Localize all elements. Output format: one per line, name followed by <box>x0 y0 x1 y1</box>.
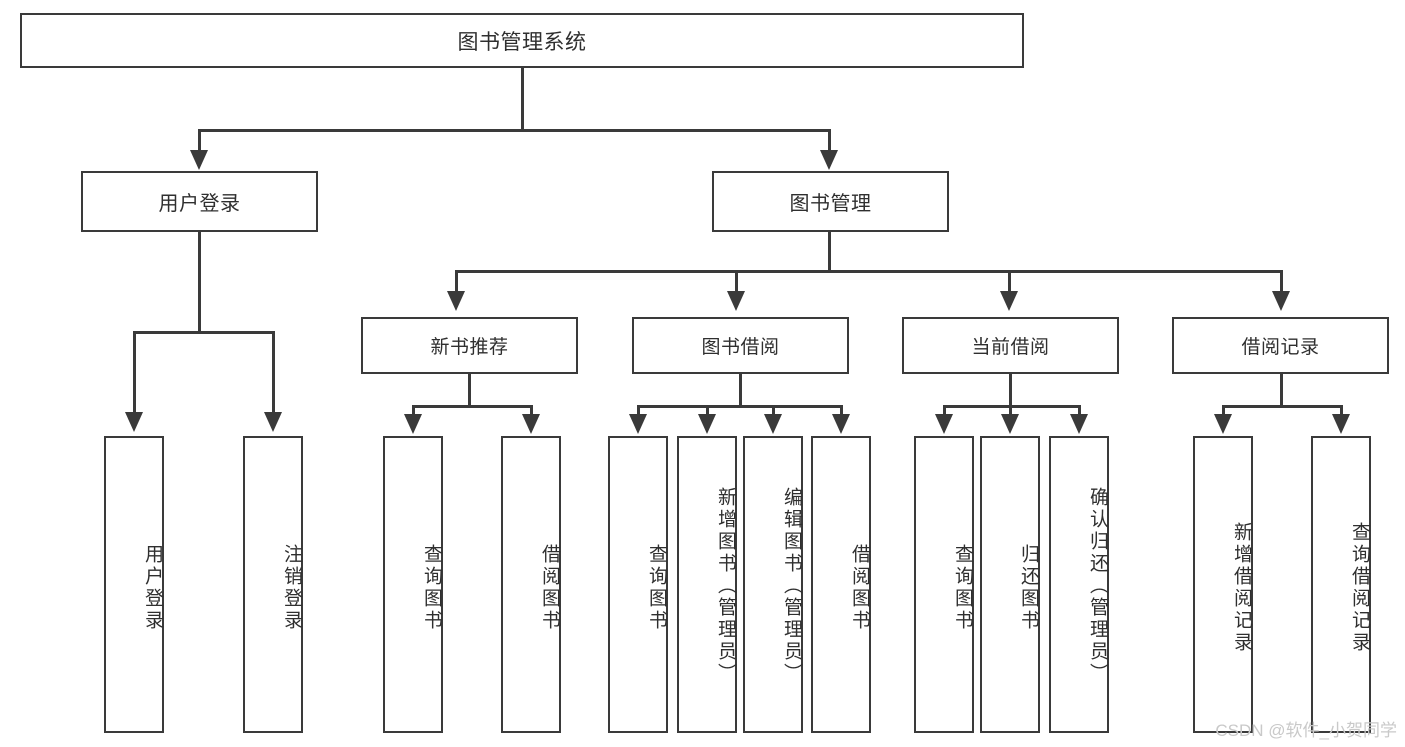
connector-root-drop-right <box>828 129 831 153</box>
leaf-add-book-label: 新增图书（管理员） <box>715 486 736 685</box>
connector-user-login-stem <box>198 232 201 333</box>
arrowhead-user-login <box>190 150 208 170</box>
leaf-edit-book-label: 编辑图书（管理员） <box>781 486 802 685</box>
arrowhead-leaf-return-book <box>1001 414 1019 434</box>
arrowhead-leaf-edit-book <box>764 414 782 434</box>
arrowhead-leaf-user-login <box>125 412 143 432</box>
leaf-borrow-book-2: 借阅图书 <box>811 436 871 733</box>
connector-user-login-drop-2 <box>272 331 275 416</box>
leaf-add-record: 新增借阅记录 <box>1193 436 1253 733</box>
connector-br-drop-2 <box>1340 405 1343 417</box>
connector-bm-drop-2 <box>735 270 738 294</box>
node-root-system: 图书管理系统 <box>20 13 1024 68</box>
leaf-borrow-book-2-label: 借阅图书 <box>849 543 870 632</box>
node-current-borrow: 当前借阅 <box>902 317 1119 374</box>
node-user-login: 用户登录 <box>81 171 318 232</box>
connector-bb-drop-3 <box>772 405 775 417</box>
arrowhead-leaf-query-book-2 <box>629 414 647 434</box>
leaf-edit-book: 编辑图书（管理员） <box>743 436 803 733</box>
csdn-watermark: CSDN @软件_小贺同学 <box>1215 721 1397 740</box>
node-book-borrow: 图书借阅 <box>632 317 849 374</box>
connector-bb-drop-1 <box>637 405 640 417</box>
connector-cb-drop-1 <box>943 405 946 417</box>
leaf-confirm-return: 确认归还（管理员） <box>1049 436 1109 733</box>
leaf-add-book: 新增图书（管理员） <box>677 436 737 733</box>
connector-br-stem <box>1280 374 1283 408</box>
node-root-label: 图书管理系统 <box>457 30 587 54</box>
connector-root-drop-left <box>198 129 201 153</box>
arrowhead-leaf-borrow-book-1 <box>522 414 540 434</box>
leaf-add-record-label: 新增借阅记录 <box>1231 521 1252 654</box>
connector-root-stem <box>521 68 524 131</box>
leaf-return-book: 归还图书 <box>980 436 1040 733</box>
leaf-user-logout-label: 注销登录 <box>281 543 302 632</box>
arrowhead-leaf-borrow-book-2 <box>832 414 850 434</box>
connector-bb-drop-4 <box>840 405 843 417</box>
arrowhead-leaf-query-book-3 <box>935 414 953 434</box>
connector-nbr-bar <box>412 405 532 408</box>
arrowhead-leaf-confirm-return <box>1070 414 1088 434</box>
arrowhead-book-manage <box>820 150 838 170</box>
arrowhead-book-borrow <box>727 291 745 311</box>
connector-user-login-bar <box>133 331 275 334</box>
node-borrow-record: 借阅记录 <box>1172 317 1389 374</box>
leaf-user-login-label: 用户登录 <box>142 543 163 632</box>
leaf-user-logout: 注销登录 <box>243 436 303 733</box>
node-new-book-recommend: 新书推荐 <box>361 317 578 374</box>
node-borrow-record-label: 借阅记录 <box>1241 337 1320 358</box>
connector-nbr-stem <box>468 374 471 408</box>
leaf-query-book-3: 查询图书 <box>914 436 974 733</box>
connector-bm-drop-3 <box>1008 270 1011 294</box>
node-new-book-recommend-label: 新书推荐 <box>430 337 509 358</box>
arrowhead-leaf-user-logout <box>264 412 282 432</box>
leaf-query-book-3-label: 查询图书 <box>952 543 973 632</box>
arrowhead-leaf-add-book <box>698 414 716 434</box>
connector-cb-stem <box>1009 374 1012 408</box>
leaf-query-book-2: 查询图书 <box>608 436 668 733</box>
connector-br-drop-1 <box>1222 405 1225 417</box>
leaf-query-record: 查询借阅记录 <box>1311 436 1371 733</box>
connector-bm-drop-1 <box>455 270 458 294</box>
leaf-query-book-2-label: 查询图书 <box>646 543 667 632</box>
connector-cb-drop-3 <box>1078 405 1081 417</box>
connector-br-bar <box>1222 405 1342 408</box>
node-book-borrow-label: 图书借阅 <box>701 337 780 358</box>
leaf-borrow-book-1-label: 借阅图书 <box>539 543 560 632</box>
arrowhead-leaf-query-record <box>1332 414 1350 434</box>
arrowhead-current-borrow <box>1000 291 1018 311</box>
connector-bm-drop-4 <box>1280 270 1283 294</box>
connector-root-bar <box>198 129 831 132</box>
leaf-confirm-return-label: 确认归还（管理员） <box>1087 486 1108 685</box>
leaf-borrow-book-1: 借阅图书 <box>501 436 561 733</box>
node-user-login-label: 用户登录 <box>158 193 241 215</box>
connector-book-manage-stem <box>828 232 831 273</box>
connector-user-login-drop-1 <box>133 331 136 416</box>
leaf-query-record-label: 查询借阅记录 <box>1349 521 1370 654</box>
connector-bb-stem <box>739 374 742 408</box>
connector-bb-bar <box>637 405 842 408</box>
connector-bb-drop-2 <box>706 405 709 417</box>
node-current-borrow-label: 当前借阅 <box>971 337 1050 358</box>
leaf-query-book-1-label: 查询图书 <box>421 543 442 632</box>
arrowhead-new-book-recommend <box>447 291 465 311</box>
node-book-manage: 图书管理 <box>712 171 949 232</box>
arrowhead-borrow-record <box>1272 291 1290 311</box>
leaf-query-book-1: 查询图书 <box>383 436 443 733</box>
arrowhead-leaf-add-record <box>1214 414 1232 434</box>
leaf-user-login: 用户登录 <box>104 436 164 733</box>
connector-book-manage-bar <box>455 270 1283 273</box>
connector-nbr-drop-1 <box>412 405 415 417</box>
connector-cb-drop-2 <box>1009 405 1012 417</box>
leaf-return-book-label: 归还图书 <box>1018 543 1039 632</box>
connector-nbr-drop-2 <box>530 405 533 417</box>
node-book-manage-label: 图书管理 <box>789 193 872 215</box>
arrowhead-leaf-query-book-1 <box>404 414 422 434</box>
